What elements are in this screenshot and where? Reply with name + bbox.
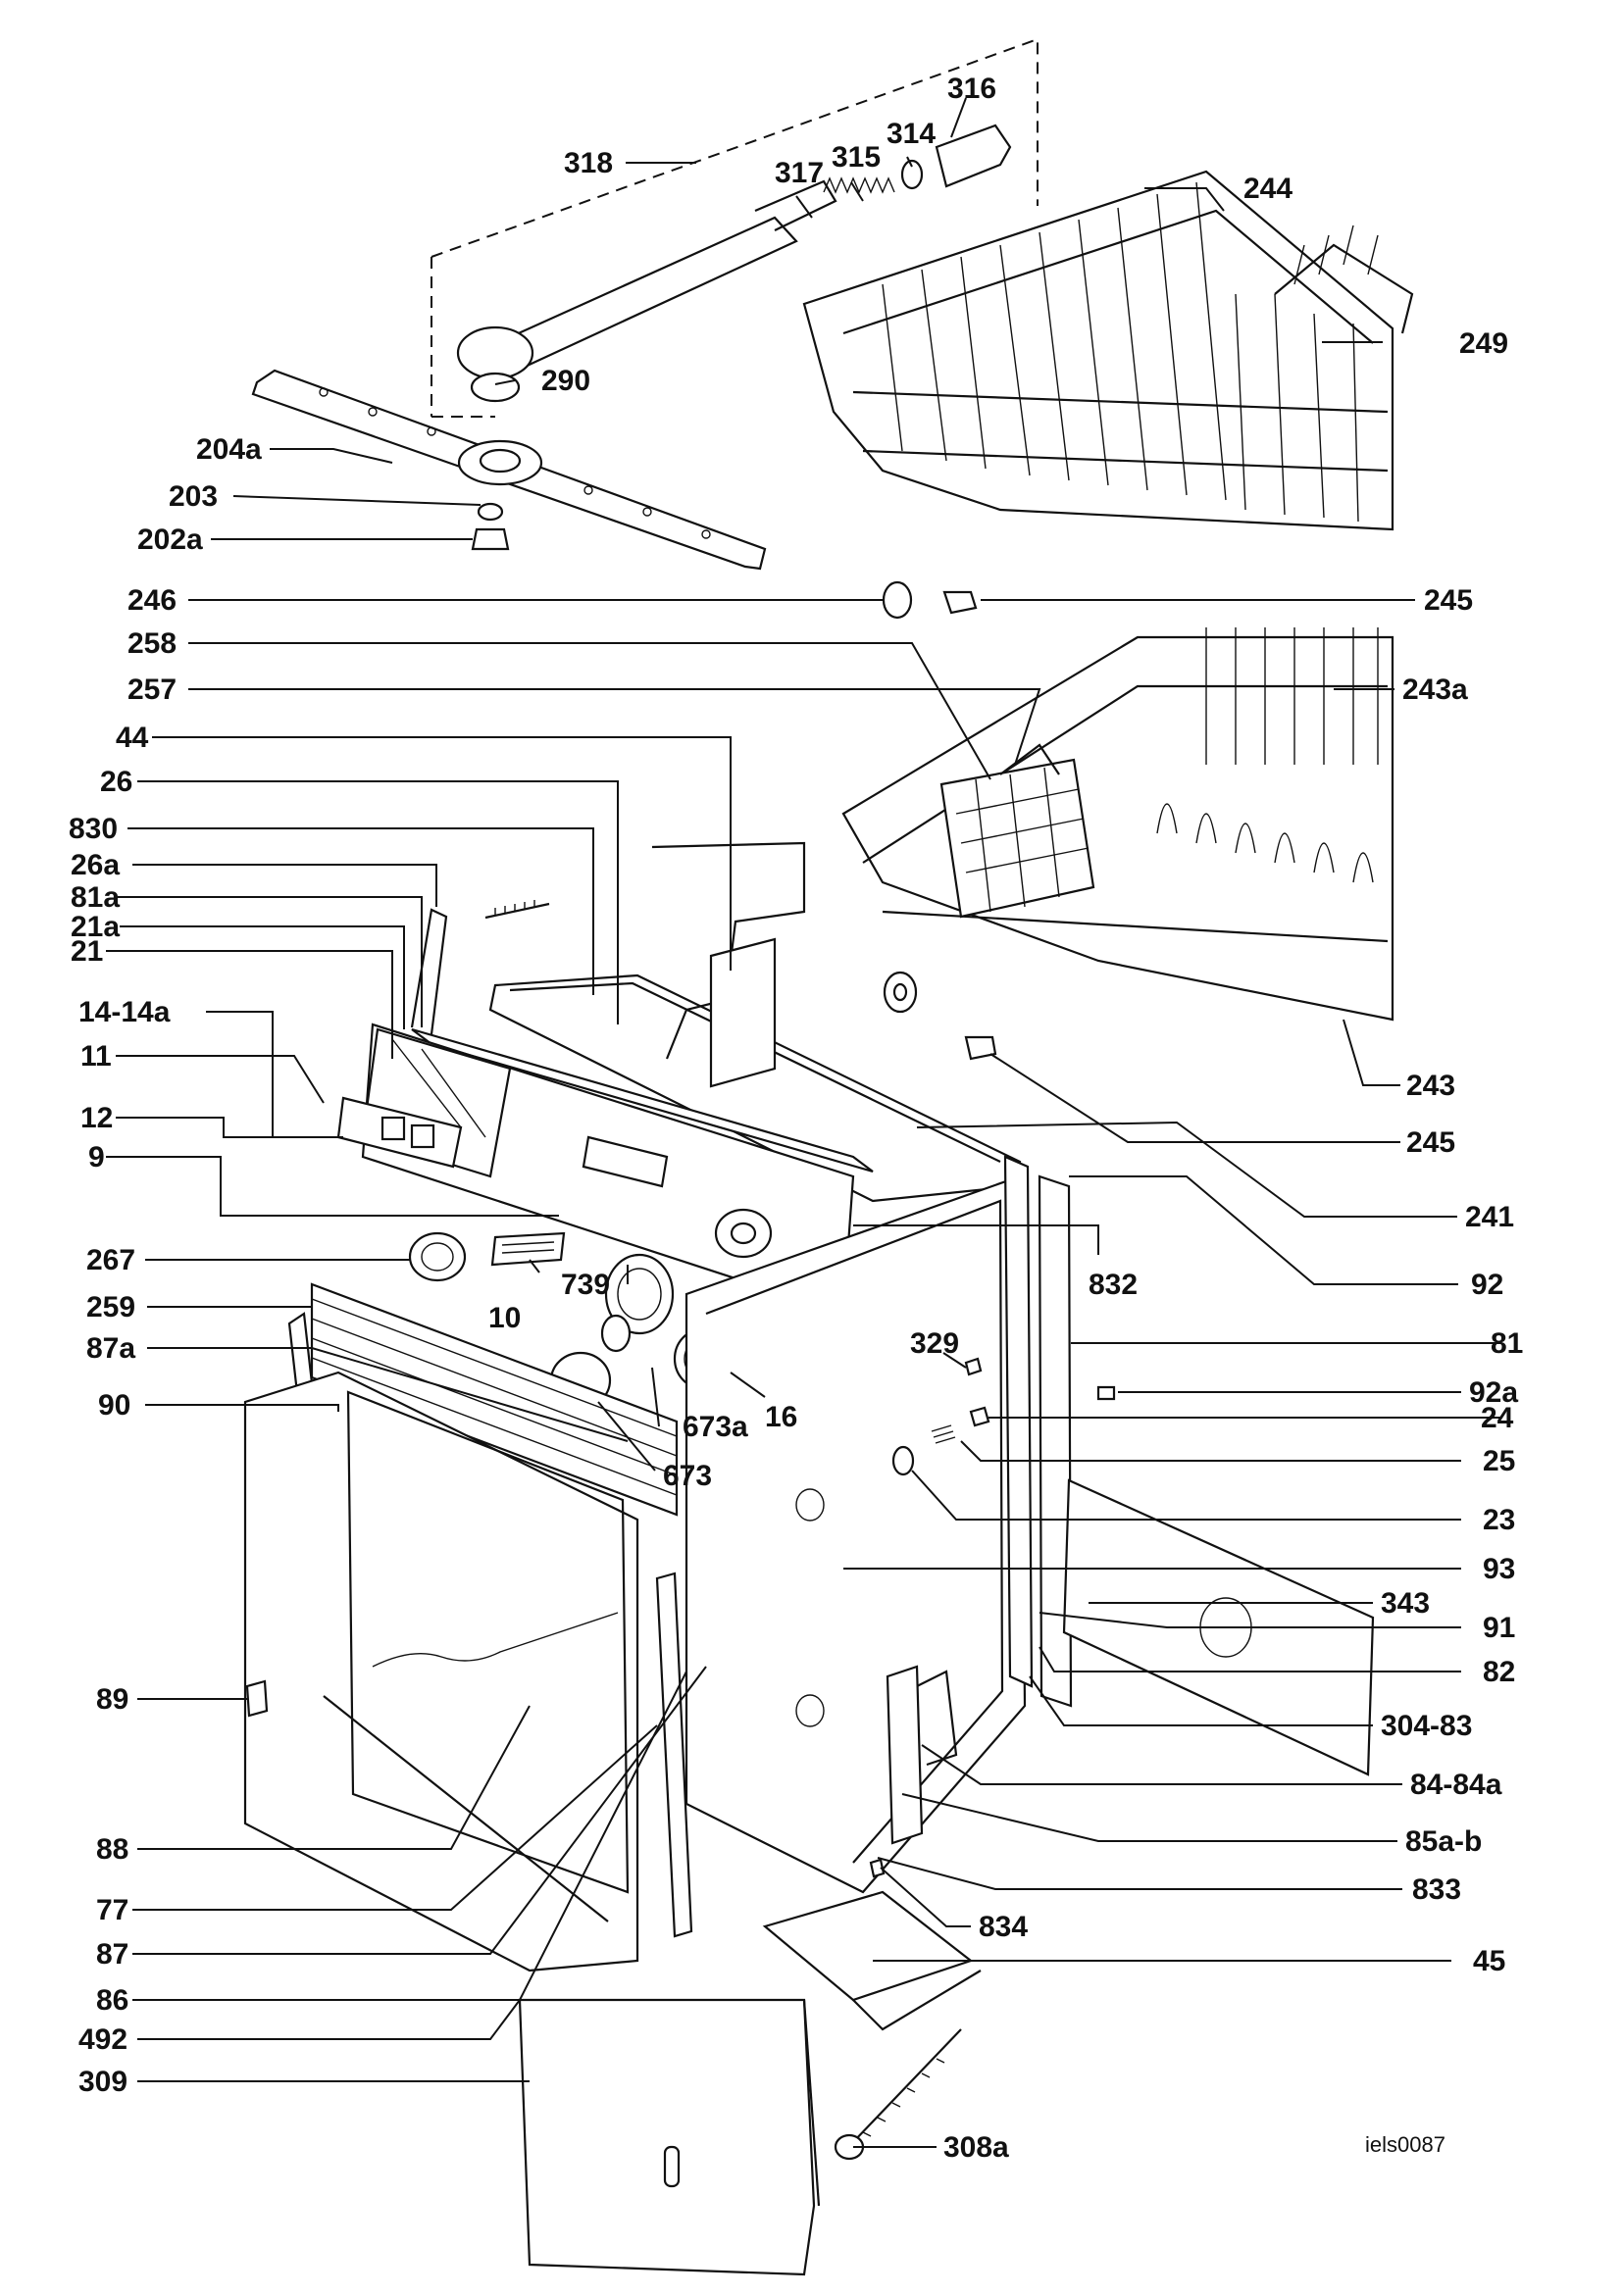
part-labels: 316 318 317 315 314 244 249 290 204a 203… [69, 73, 1523, 2164]
label-90: 90 [98, 1389, 130, 1422]
label-12: 12 [80, 1102, 113, 1134]
label-92a: 92a [1469, 1376, 1518, 1409]
label-86: 86 [96, 1984, 128, 2017]
label-84-84a: 84-84a [1410, 1769, 1502, 1801]
basket-rollers [882, 580, 997, 1061]
label-315: 315 [832, 141, 881, 174]
label-16: 16 [765, 1401, 797, 1433]
label-92: 92 [1471, 1269, 1503, 1301]
label-673: 673 [663, 1460, 712, 1492]
reference-code: iels0087 [1365, 2132, 1445, 2157]
label-245-bottom: 245 [1406, 1126, 1455, 1159]
label-249: 249 [1459, 327, 1508, 360]
label-244: 244 [1243, 173, 1293, 205]
label-309: 309 [78, 2066, 127, 2098]
label-673a: 673a [683, 1411, 748, 1443]
label-82: 82 [1483, 1656, 1515, 1688]
label-257: 257 [127, 674, 177, 706]
label-45: 45 [1473, 1945, 1505, 1977]
label-81: 81 [1491, 1327, 1523, 1360]
label-739: 739 [561, 1269, 610, 1301]
label-87a: 87a [86, 1332, 135, 1365]
label-203: 203 [169, 480, 218, 513]
label-832: 832 [1089, 1269, 1138, 1301]
label-21: 21 [71, 935, 103, 968]
label-11: 11 [80, 1040, 112, 1073]
label-89: 89 [96, 1683, 128, 1716]
label-14-14a: 14-14a [78, 996, 171, 1028]
label-258: 258 [127, 627, 177, 660]
label-9: 9 [88, 1141, 105, 1173]
control-panel-door [310, 841, 1375, 2031]
label-830: 830 [69, 813, 118, 845]
label-88: 88 [96, 1833, 128, 1866]
label-243: 243 [1406, 1070, 1455, 1102]
label-24: 24 [1481, 1402, 1514, 1434]
label-26a: 26a [71, 849, 120, 881]
label-245-top: 245 [1424, 584, 1473, 617]
label-834: 834 [979, 1911, 1028, 1943]
label-25: 25 [1483, 1445, 1515, 1477]
label-316: 316 [947, 73, 996, 105]
label-317: 317 [775, 157, 824, 189]
label-44: 44 [116, 722, 149, 754]
label-329: 329 [910, 1327, 959, 1360]
label-26: 26 [100, 766, 132, 798]
label-259: 259 [86, 1291, 135, 1323]
label-243a: 243a [1402, 674, 1468, 706]
label-23: 23 [1483, 1504, 1515, 1536]
label-10: 10 [488, 1302, 521, 1334]
label-204a: 204a [196, 433, 262, 466]
label-87: 87 [96, 1938, 128, 1971]
label-343: 343 [1381, 1587, 1430, 1620]
label-77: 77 [96, 1894, 128, 1926]
label-202a: 202a [137, 524, 203, 556]
label-93: 93 [1483, 1553, 1515, 1585]
leader-lines [106, 97, 1500, 2148]
label-314: 314 [887, 118, 936, 150]
label-290: 290 [541, 365, 590, 397]
label-81a: 81a [71, 881, 120, 914]
label-304-83: 304-83 [1381, 1710, 1472, 1742]
label-246: 246 [127, 584, 177, 617]
upper-basket [802, 170, 1414, 531]
lower-basket [841, 627, 1394, 1022]
label-492: 492 [78, 2023, 127, 2056]
label-91: 91 [1483, 1612, 1515, 1644]
label-85a-b: 85a-b [1405, 1825, 1482, 1858]
label-833: 833 [1412, 1873, 1461, 1906]
label-241: 241 [1465, 1201, 1514, 1233]
label-21a: 21a [71, 911, 120, 943]
spray-arm-assembly [251, 37, 1039, 571]
label-267: 267 [86, 1244, 135, 1276]
label-308a: 308a [943, 2131, 1009, 2164]
label-318: 318 [564, 147, 613, 179]
outer-door [243, 1312, 962, 2276]
